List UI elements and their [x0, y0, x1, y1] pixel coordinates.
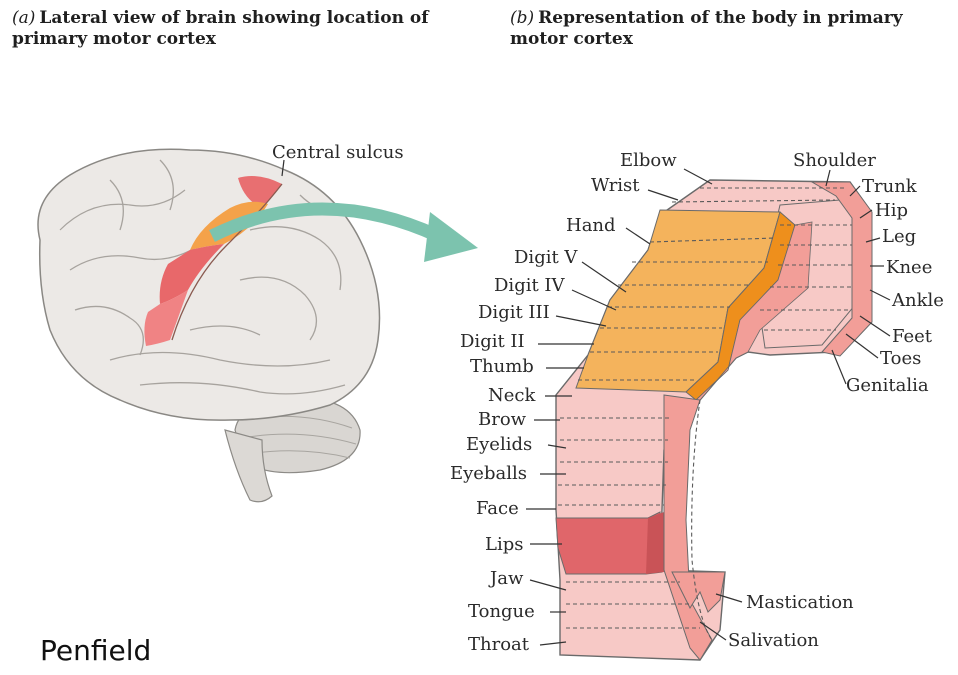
label-feet: Feet [892, 326, 933, 347]
label-knee: Knee [886, 257, 932, 278]
label-jaw: Jaw [488, 568, 524, 589]
central-sulcus-label: Central sulcus [272, 142, 404, 163]
label-hand: Hand [566, 215, 616, 236]
label-digit-iv: Digit IV [494, 275, 566, 296]
penfield-caption: Penfield [40, 634, 151, 667]
label-hip: Hip [875, 200, 908, 221]
label-ankle: Ankle [891, 290, 944, 311]
label-elbow: Elbow [620, 150, 677, 171]
label-digit-ii: Digit II [460, 331, 525, 352]
label-face: Face [476, 498, 519, 519]
label-shoulder: Shoulder [793, 150, 876, 171]
label-neck: Neck [488, 385, 536, 406]
label-thumb: Thumb [470, 356, 534, 377]
label-toes: Toes [880, 348, 921, 369]
label-wrist: Wrist [591, 175, 640, 196]
label-digit-v: Digit V [514, 247, 578, 268]
label-eyelids: Eyelids [466, 434, 532, 455]
label-digit-iii: Digit III [478, 302, 550, 323]
label-leg: Leg [882, 226, 916, 247]
label-trunk: Trunk [862, 176, 918, 197]
label-salivation: Salivation [728, 630, 819, 651]
motor-cortex-strip [556, 180, 872, 660]
label-mastication: Mastication [746, 592, 854, 613]
label-eyeballs: Eyeballs [450, 463, 527, 484]
label-brow: Brow [478, 409, 527, 430]
label-genitalia: Genitalia [846, 375, 929, 396]
label-throat: Throat [468, 634, 530, 655]
brain-illustration [38, 149, 380, 502]
label-tongue: Tongue [468, 601, 535, 622]
label-lips: Lips [485, 534, 523, 555]
